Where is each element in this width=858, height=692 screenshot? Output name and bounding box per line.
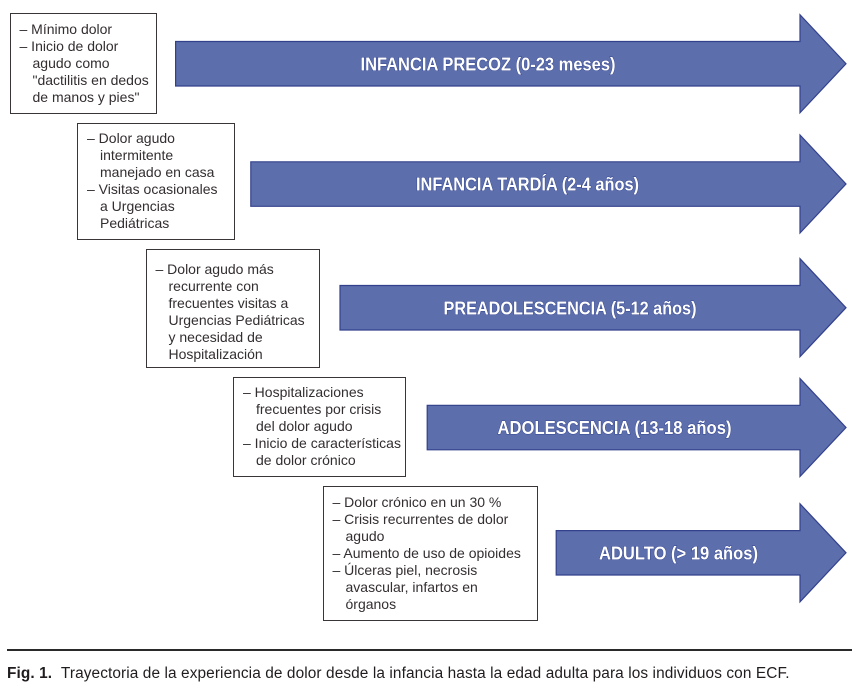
svg-text:ADOLESCENCIA (13-18 años): ADOLESCENCIA (13-18 años) — [498, 417, 732, 438]
svg-text:INFANCIA TARDÍA (2-4 años): INFANCIA TARDÍA (2-4 años) — [416, 174, 639, 195]
svg-text:INFANCIA PRECOZ (0-23 meses): INFANCIA PRECOZ (0-23 meses) — [361, 54, 616, 75]
svg-text:PREADOLESCENCIA (5-12 años): PREADOLESCENCIA (5-12 años) — [444, 297, 697, 318]
svg-text:ADULTO (> 19 años): ADULTO (> 19 años) — [599, 543, 758, 564]
